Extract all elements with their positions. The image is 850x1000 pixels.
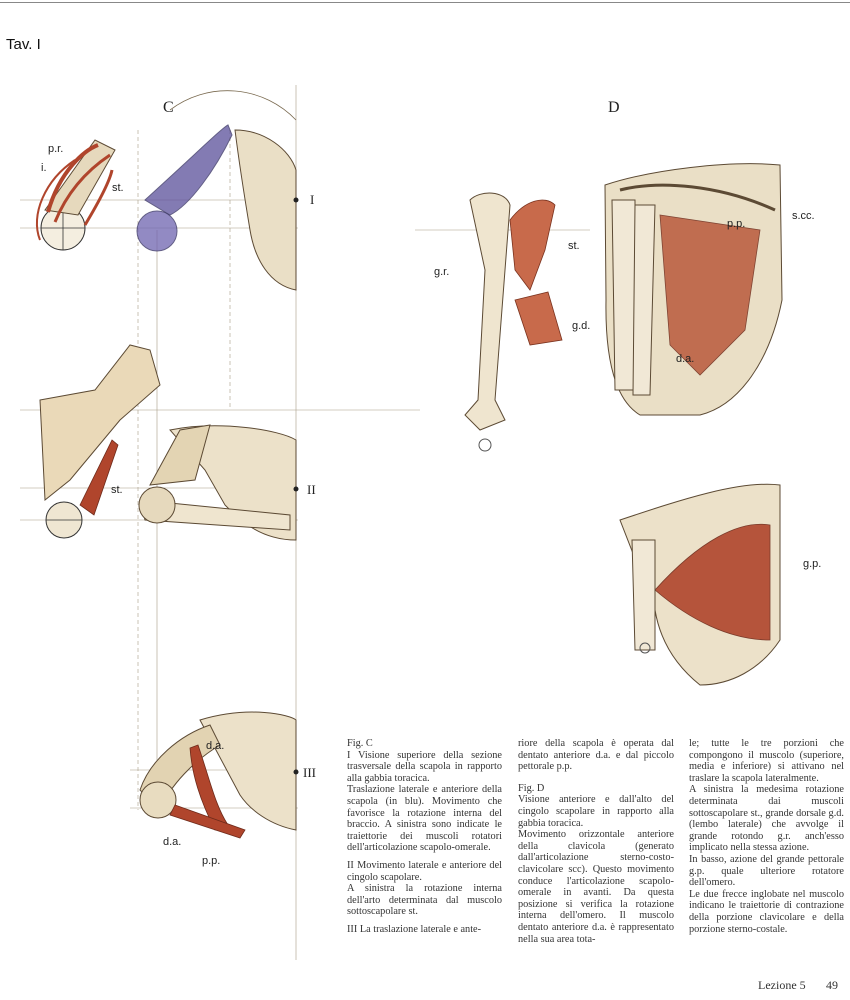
caption-column-2: riore della scapola è operata dal dentat… (518, 738, 674, 945)
caption-1-p5: A sinistra la rotazione interna dell'art… (347, 883, 502, 918)
caption-2-p2: Fig. D (518, 782, 545, 794)
caption-1-p6: III La traslazione laterale e ante- (347, 923, 482, 935)
label-gp: g.p. (803, 558, 822, 570)
caption-column-1: Fig. C I Visione superiore della sezione… (347, 738, 502, 936)
fig-d-torso (604, 163, 783, 416)
caption-2-p4: Movimento orizzontale anteriore della cl… (518, 829, 674, 945)
caption-1-p3: Traslazione laterale e anteriore della s… (347, 784, 502, 854)
fig-c-iii-shoulder (139, 711, 299, 839)
roman-ii: II (307, 482, 316, 497)
label-st-3: st. (568, 240, 580, 252)
fig-c-ii-hand (39, 344, 161, 539)
caption-3-p2: A sinistra la medesima rotazione determi… (689, 784, 844, 854)
caption-1-p4: II Movimento laterale e anteriore del ci… (347, 859, 502, 883)
caption-1-p2: I Visione superiore della sezione trasve… (347, 749, 502, 784)
label-da-2: d.a. (163, 836, 182, 848)
top-rule (0, 2, 850, 3)
section-letter-d: D (608, 99, 620, 116)
label-scc: s.cc. (792, 210, 815, 222)
caption-1-p1: Fig. C (347, 738, 373, 749)
fig-c-ii-shoulder (138, 424, 299, 541)
label-da-1: d.a. (206, 740, 225, 752)
fig-d-humerus (464, 192, 563, 452)
fig-c-i-left-diagram (35, 139, 116, 251)
caption-column-3: le; tutte le tre porzioni che compongono… (689, 738, 844, 935)
caption-2-p3: Visione anteriore e dall'alto del cingol… (518, 794, 674, 829)
footer-page-number: 49 (826, 978, 838, 992)
caption-2-p1: riore della scapola è operata dal dentat… (518, 738, 674, 773)
caption-3-p3: In basso, azione del grande pettorale g.… (689, 853, 844, 889)
fig-c-i-scapula (136, 90, 299, 291)
label-pp-1: p.p. (202, 855, 221, 867)
label-pr: p.r. (48, 143, 64, 155)
label-st-2: st. (111, 484, 123, 496)
roman-i: I (310, 192, 315, 207)
label-pp-2: p.p. (727, 218, 746, 230)
label-da-3: d.a. (676, 353, 695, 365)
label-i: i. (41, 162, 47, 174)
plate-title: Tav. I (6, 36, 41, 53)
label-gr: g.r. (434, 266, 450, 278)
section-letter-c: C (163, 99, 174, 116)
caption-3-p1: le; tutte le tre porzioni che compongono… (689, 738, 844, 784)
fig-d-pectoral (619, 483, 781, 686)
caption-3-p4: Le due frecce inglobate nel muscolo indi… (689, 888, 844, 935)
label-gd: g.d. (572, 320, 591, 332)
roman-iii: III (303, 765, 316, 780)
footer-lesson: Lezione 5 (758, 978, 806, 992)
label-st-1: st. (112, 182, 124, 194)
